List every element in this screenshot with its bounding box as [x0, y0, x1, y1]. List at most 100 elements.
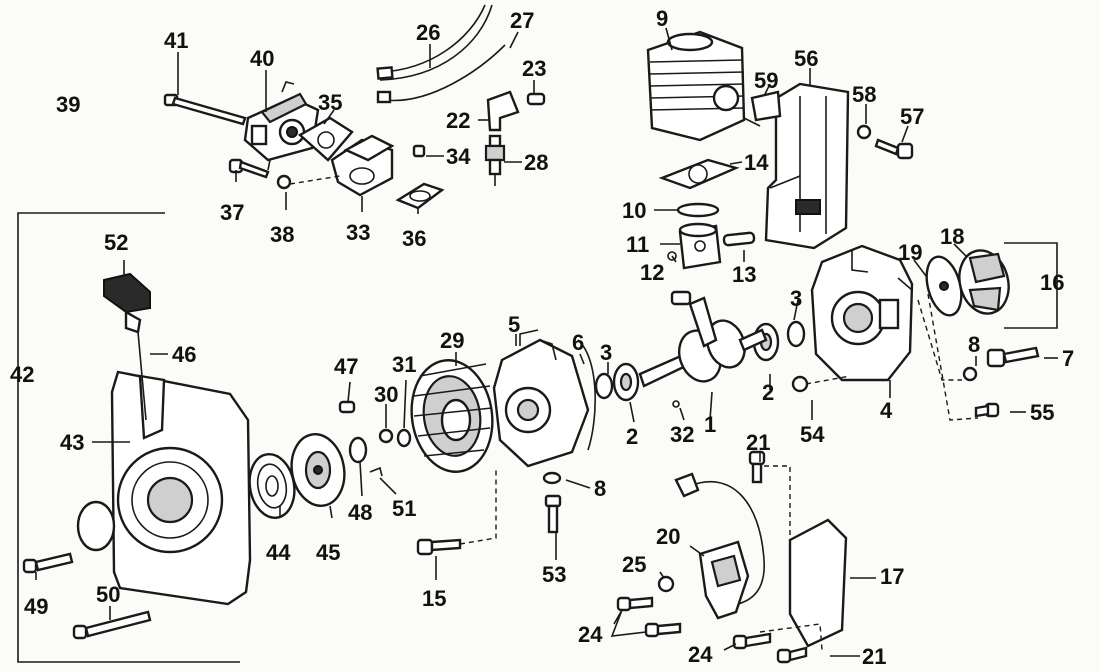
callout-55: 55	[1030, 400, 1054, 425]
callout-5: 5	[508, 312, 520, 337]
callout-45: 45	[316, 540, 340, 565]
seal-2-right	[786, 320, 806, 348]
callout-52: 52	[104, 230, 128, 255]
callout-14: 14	[744, 150, 769, 175]
callout-labels: 39 41 40 26 27 23 9 56 59 58 57 35 22 34…	[10, 6, 1074, 669]
callout-6: 6	[572, 330, 584, 355]
callout-27: 27	[510, 8, 534, 33]
gasket-6	[577, 339, 596, 451]
callout-54: 54	[800, 422, 825, 447]
piston-pin-13	[722, 231, 756, 247]
callout-1: 1	[704, 412, 716, 437]
washer-8-right	[962, 366, 978, 382]
callout-21-top: 21	[746, 430, 770, 455]
ignition-boot	[674, 472, 700, 498]
callout-7: 7	[1062, 346, 1074, 371]
callout-35: 35	[318, 90, 342, 115]
callout-21-bottom: 21	[862, 644, 886, 669]
callout-13: 13	[732, 262, 756, 287]
gasket-35	[297, 116, 354, 162]
callout-29: 29	[440, 328, 464, 353]
callout-32: 32	[670, 422, 694, 447]
starter-housing-43	[110, 370, 252, 606]
washer-8-center	[542, 471, 562, 485]
gasket-36	[395, 182, 445, 210]
callout-56: 56	[794, 46, 818, 71]
callout-37: 37	[220, 200, 244, 225]
key-32	[672, 400, 680, 408]
piston-11	[678, 222, 722, 270]
callout-53: 53	[542, 562, 566, 587]
screw-21-bottom	[776, 646, 808, 664]
screw-15	[416, 538, 462, 556]
screw-55	[974, 402, 1000, 418]
callout-41: 41	[164, 28, 188, 53]
washer-48	[348, 436, 368, 464]
circlip-12	[667, 251, 677, 261]
fuel-line-26	[376, 4, 493, 81]
fuel-line-27	[376, 44, 506, 104]
callout-46: 46	[172, 342, 196, 367]
crankcase-5	[492, 329, 590, 468]
nut-30	[378, 428, 394, 444]
callout-59: 59	[754, 68, 778, 93]
leader-lines	[35, 27, 1058, 657]
plug-cap-23	[526, 92, 546, 106]
callout-39: 39	[56, 92, 80, 117]
callout-18: 18	[940, 224, 964, 249]
clutch-group-bracket	[1004, 242, 1058, 329]
flywheel-29	[410, 359, 494, 473]
starter-rope-46	[137, 331, 147, 421]
starter-group-bracket	[17, 212, 240, 663]
callout-8-center: 8	[594, 476, 606, 501]
callout-38: 38	[270, 222, 294, 247]
screw-7	[986, 346, 1040, 368]
callout-51: 51	[392, 496, 416, 521]
callout-43: 43	[60, 430, 84, 455]
screw-57	[874, 138, 914, 160]
pawl-47	[338, 400, 356, 414]
clip-59	[750, 90, 782, 122]
ignition-coil-20	[698, 540, 750, 620]
washer-38	[276, 174, 292, 190]
callout-16: 16	[1040, 270, 1064, 295]
screw-21-top	[748, 450, 766, 484]
cap-49	[76, 500, 116, 552]
callout-36: 36	[402, 226, 426, 251]
callout-25: 25	[622, 552, 646, 577]
callout-19: 19	[898, 240, 922, 265]
callout-2-right: 2	[762, 380, 774, 405]
screw-49	[22, 552, 74, 574]
callout-44: 44	[266, 540, 291, 565]
callout-3-right: 3	[790, 286, 802, 311]
screw-24-c	[732, 632, 772, 650]
callout-3-left: 3	[600, 340, 612, 365]
callout-47: 47	[334, 354, 358, 379]
callout-22: 22	[446, 108, 470, 133]
callout-50: 50	[96, 582, 120, 607]
screw-24-a	[616, 596, 654, 612]
callout-31: 31	[392, 352, 416, 377]
callout-17: 17	[880, 564, 904, 589]
cylinder-9	[646, 30, 761, 142]
callout-48: 48	[348, 500, 372, 525]
rope-pulley-45	[290, 433, 346, 507]
piston-ring-10	[676, 202, 720, 218]
starter-handle-52	[103, 272, 151, 334]
callout-30: 30	[374, 382, 398, 407]
washer-58	[856, 124, 872, 140]
ignition-wire	[689, 481, 765, 605]
screw-53	[544, 494, 562, 534]
callout-9: 9	[656, 6, 668, 31]
callout-34: 34	[446, 144, 471, 169]
screw-50	[72, 610, 152, 640]
seal-2-left	[594, 372, 614, 400]
screw-24-b	[644, 622, 682, 638]
screw-41	[163, 93, 247, 126]
callout-20: 20	[656, 524, 680, 549]
cylinder-gasket-14	[658, 158, 740, 190]
callout-2-left: 2	[626, 424, 638, 449]
seal-54	[791, 375, 809, 393]
